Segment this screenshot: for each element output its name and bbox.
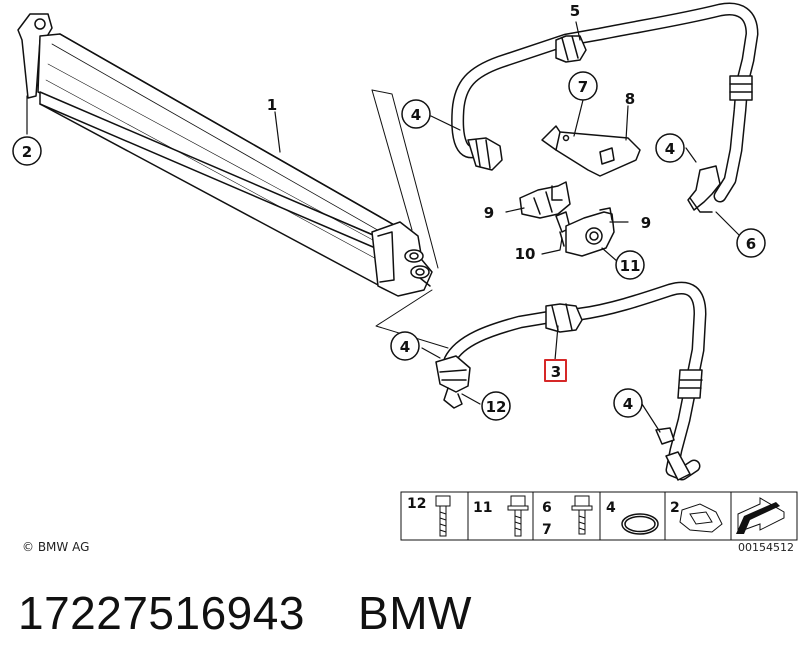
callout-3: 3: [551, 363, 561, 381]
callout-11: 11: [620, 257, 641, 275]
callout-10: 10: [515, 245, 536, 263]
diagram-number: 00154512: [738, 541, 794, 554]
legend-arrow-icon: [736, 497, 785, 534]
part-number: 17227516943: [18, 587, 305, 639]
legend-label-6: 6: [542, 500, 552, 516]
callout-9-left: 9: [484, 204, 494, 222]
callout-4-right: 4: [665, 140, 675, 158]
legend-bolt-12-icon: [435, 495, 451, 537]
footer-caption: 17227516943 BMW: [18, 586, 472, 640]
legend-label-4: 4: [606, 500, 616, 516]
callout-4-lower-left: 4: [400, 338, 410, 356]
legend-bolt-11-icon: [507, 495, 529, 537]
legend-label-7: 7: [542, 522, 552, 538]
lower-hose: [435, 281, 707, 481]
clamp-set: [519, 181, 615, 257]
upper-hose: [451, 2, 759, 213]
legend-label-11: 11: [473, 500, 492, 516]
callout-9-right: 9: [641, 214, 651, 232]
callout-7: 7: [578, 78, 588, 96]
legend-label-12: 12: [407, 496, 426, 512]
leader-lines: [26, 21, 741, 433]
parts-diagram: 1 2 4 5 7 8 4 9 9 10 11 6 4 12 4 3: [12, 2, 798, 541]
brand-name: BMW: [358, 587, 472, 639]
callout-1: 1: [267, 96, 277, 114]
callout-5: 5: [570, 2, 580, 20]
callout-6: 6: [746, 235, 756, 253]
legend-bolt-6-7-icon: [571, 495, 593, 535]
callout-4-upper: 4: [411, 106, 421, 124]
legend-label-2: 2: [670, 500, 680, 516]
callout-12: 12: [486, 398, 507, 416]
callout-circles: [12, 71, 766, 421]
oil-cooler: [17, 13, 433, 297]
legend-o-ring-icon: [621, 513, 659, 535]
highlight-box-part-3: [544, 359, 567, 382]
callout-4-lower-right: 4: [623, 395, 633, 413]
callout-2: 2: [22, 143, 32, 161]
parts-legend: 12 11 6 7 4 2: [400, 491, 798, 541]
legend-clip-icon: [679, 503, 723, 533]
copyright-text: © BMW AG: [22, 540, 90, 554]
callout-8: 8: [625, 90, 635, 108]
bracket-8: [541, 125, 641, 177]
assembly-lines: [371, 89, 449, 349]
callout-labels: 1 2 4 5 7 8 4 9 9 10 11 6 4 12 4 3: [22, 2, 756, 416]
